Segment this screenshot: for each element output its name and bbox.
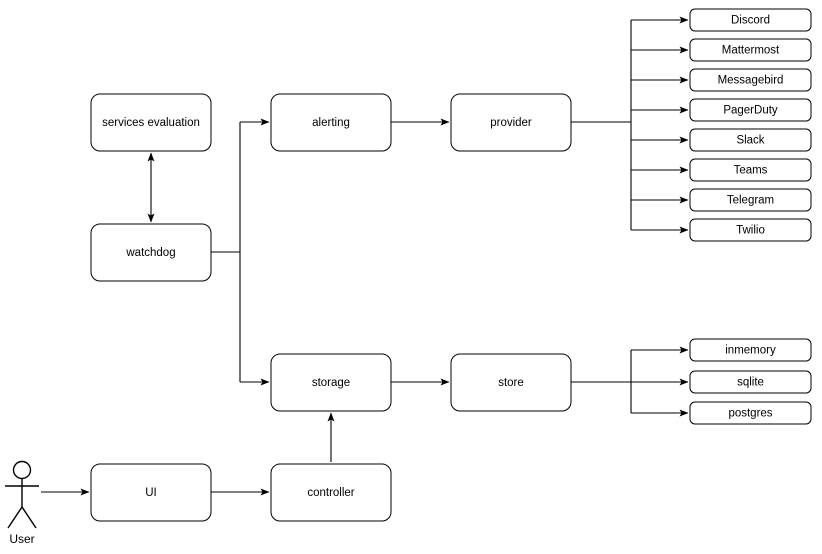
node-ui-label: UI — [145, 487, 157, 499]
node-ui-box[interactable] — [90, 463, 212, 522]
store-leaf-layer: inmemory sqlite postgres — [689, 338, 812, 425]
leaf-teams-box[interactable] — [689, 158, 812, 182]
actor-leg-left — [7, 506, 23, 529]
provider-leaf-layer: Discord Mattermost Messagebird PagerDuty… — [689, 8, 812, 242]
leaf-pagerduty-box[interactable] — [689, 98, 812, 122]
leaf-sqlite[interactable]: sqlite — [689, 370, 812, 394]
actor-leg-right — [21, 506, 37, 529]
leaf-telegram[interactable]: Telegram — [689, 188, 812, 212]
leaf-discord-label: Discord — [731, 15, 770, 27]
node-provider-label: provider — [490, 117, 532, 129]
node-watchdog[interactable]: watchdog — [90, 223, 212, 282]
node-watchdog-label: watchdog — [125, 247, 175, 259]
edge-layer — [41, 16, 689, 496]
node-provider[interactable]: provider — [450, 93, 572, 152]
node-controller[interactable]: controller — [270, 463, 392, 522]
leaf-pagerduty[interactable]: PagerDuty — [689, 98, 812, 122]
node-controller-label: controller — [307, 487, 354, 499]
node-provider-box[interactable] — [450, 93, 572, 152]
node-watchdog-box[interactable] — [90, 223, 212, 282]
leaf-slack-label: Slack — [736, 135, 764, 147]
leaf-teams-label: Teams — [734, 165, 768, 177]
leaf-postgres[interactable]: postgres — [689, 401, 812, 425]
leaf-discord-box[interactable] — [689, 8, 812, 32]
node-alerting-label: alerting — [312, 117, 350, 129]
leaf-twilio-label: Twilio — [736, 225, 765, 237]
node-layer: services evaluation watchdog alerting pr… — [90, 93, 572, 522]
node-services-evaluation-box[interactable] — [90, 93, 212, 152]
leaf-slack[interactable]: Slack — [689, 128, 812, 152]
node-services-evaluation-label: services evaluation — [102, 117, 200, 129]
leaf-telegram-label: Telegram — [727, 195, 774, 207]
leaf-twilio[interactable]: Twilio — [689, 218, 812, 242]
leaf-mattermost[interactable]: Mattermost — [689, 38, 812, 62]
leaf-sqlite-label: sqlite — [737, 377, 764, 389]
node-store[interactable]: store — [450, 353, 572, 412]
leaf-pagerduty-label: PagerDuty — [723, 105, 778, 117]
node-alerting[interactable]: alerting — [270, 93, 392, 152]
leaf-messagebird-label: Messagebird — [718, 75, 784, 87]
node-alerting-box[interactable] — [270, 93, 392, 152]
node-storage[interactable]: storage — [270, 353, 392, 412]
leaf-sqlite-box[interactable] — [689, 370, 812, 394]
leaf-twilio-box[interactable] — [689, 218, 812, 242]
node-storage-label: storage — [312, 377, 350, 389]
leaf-messagebird-box[interactable] — [689, 68, 812, 92]
leaf-inmemory-label: inmemory — [725, 345, 776, 357]
leaf-inmemory[interactable]: inmemory — [689, 338, 812, 362]
leaf-discord[interactable]: Discord — [689, 8, 812, 32]
leaf-messagebird[interactable]: Messagebird — [689, 68, 812, 92]
leaf-postgres-box[interactable] — [689, 401, 812, 425]
user-actor-label: User — [9, 532, 34, 546]
leaf-mattermost-label: Mattermost — [722, 45, 780, 57]
leaf-teams[interactable]: Teams — [689, 158, 812, 182]
node-services-evaluation[interactable]: services evaluation — [90, 93, 212, 152]
node-ui[interactable]: UI — [90, 463, 212, 522]
node-store-label: store — [498, 377, 524, 389]
leaf-mattermost-box[interactable] — [689, 38, 812, 62]
node-store-box[interactable] — [450, 353, 572, 412]
node-storage-box[interactable] — [270, 353, 392, 412]
node-controller-box[interactable] — [270, 463, 392, 522]
leaf-slack-box[interactable] — [689, 128, 812, 152]
leaf-inmemory-box[interactable] — [689, 338, 812, 362]
leaf-postgres-label: postgres — [728, 408, 772, 420]
leaf-telegram-box[interactable] — [689, 188, 812, 212]
stick-figure-actor-icon — [12, 460, 32, 480]
user-actor[interactable]: User — [5, 460, 39, 547]
